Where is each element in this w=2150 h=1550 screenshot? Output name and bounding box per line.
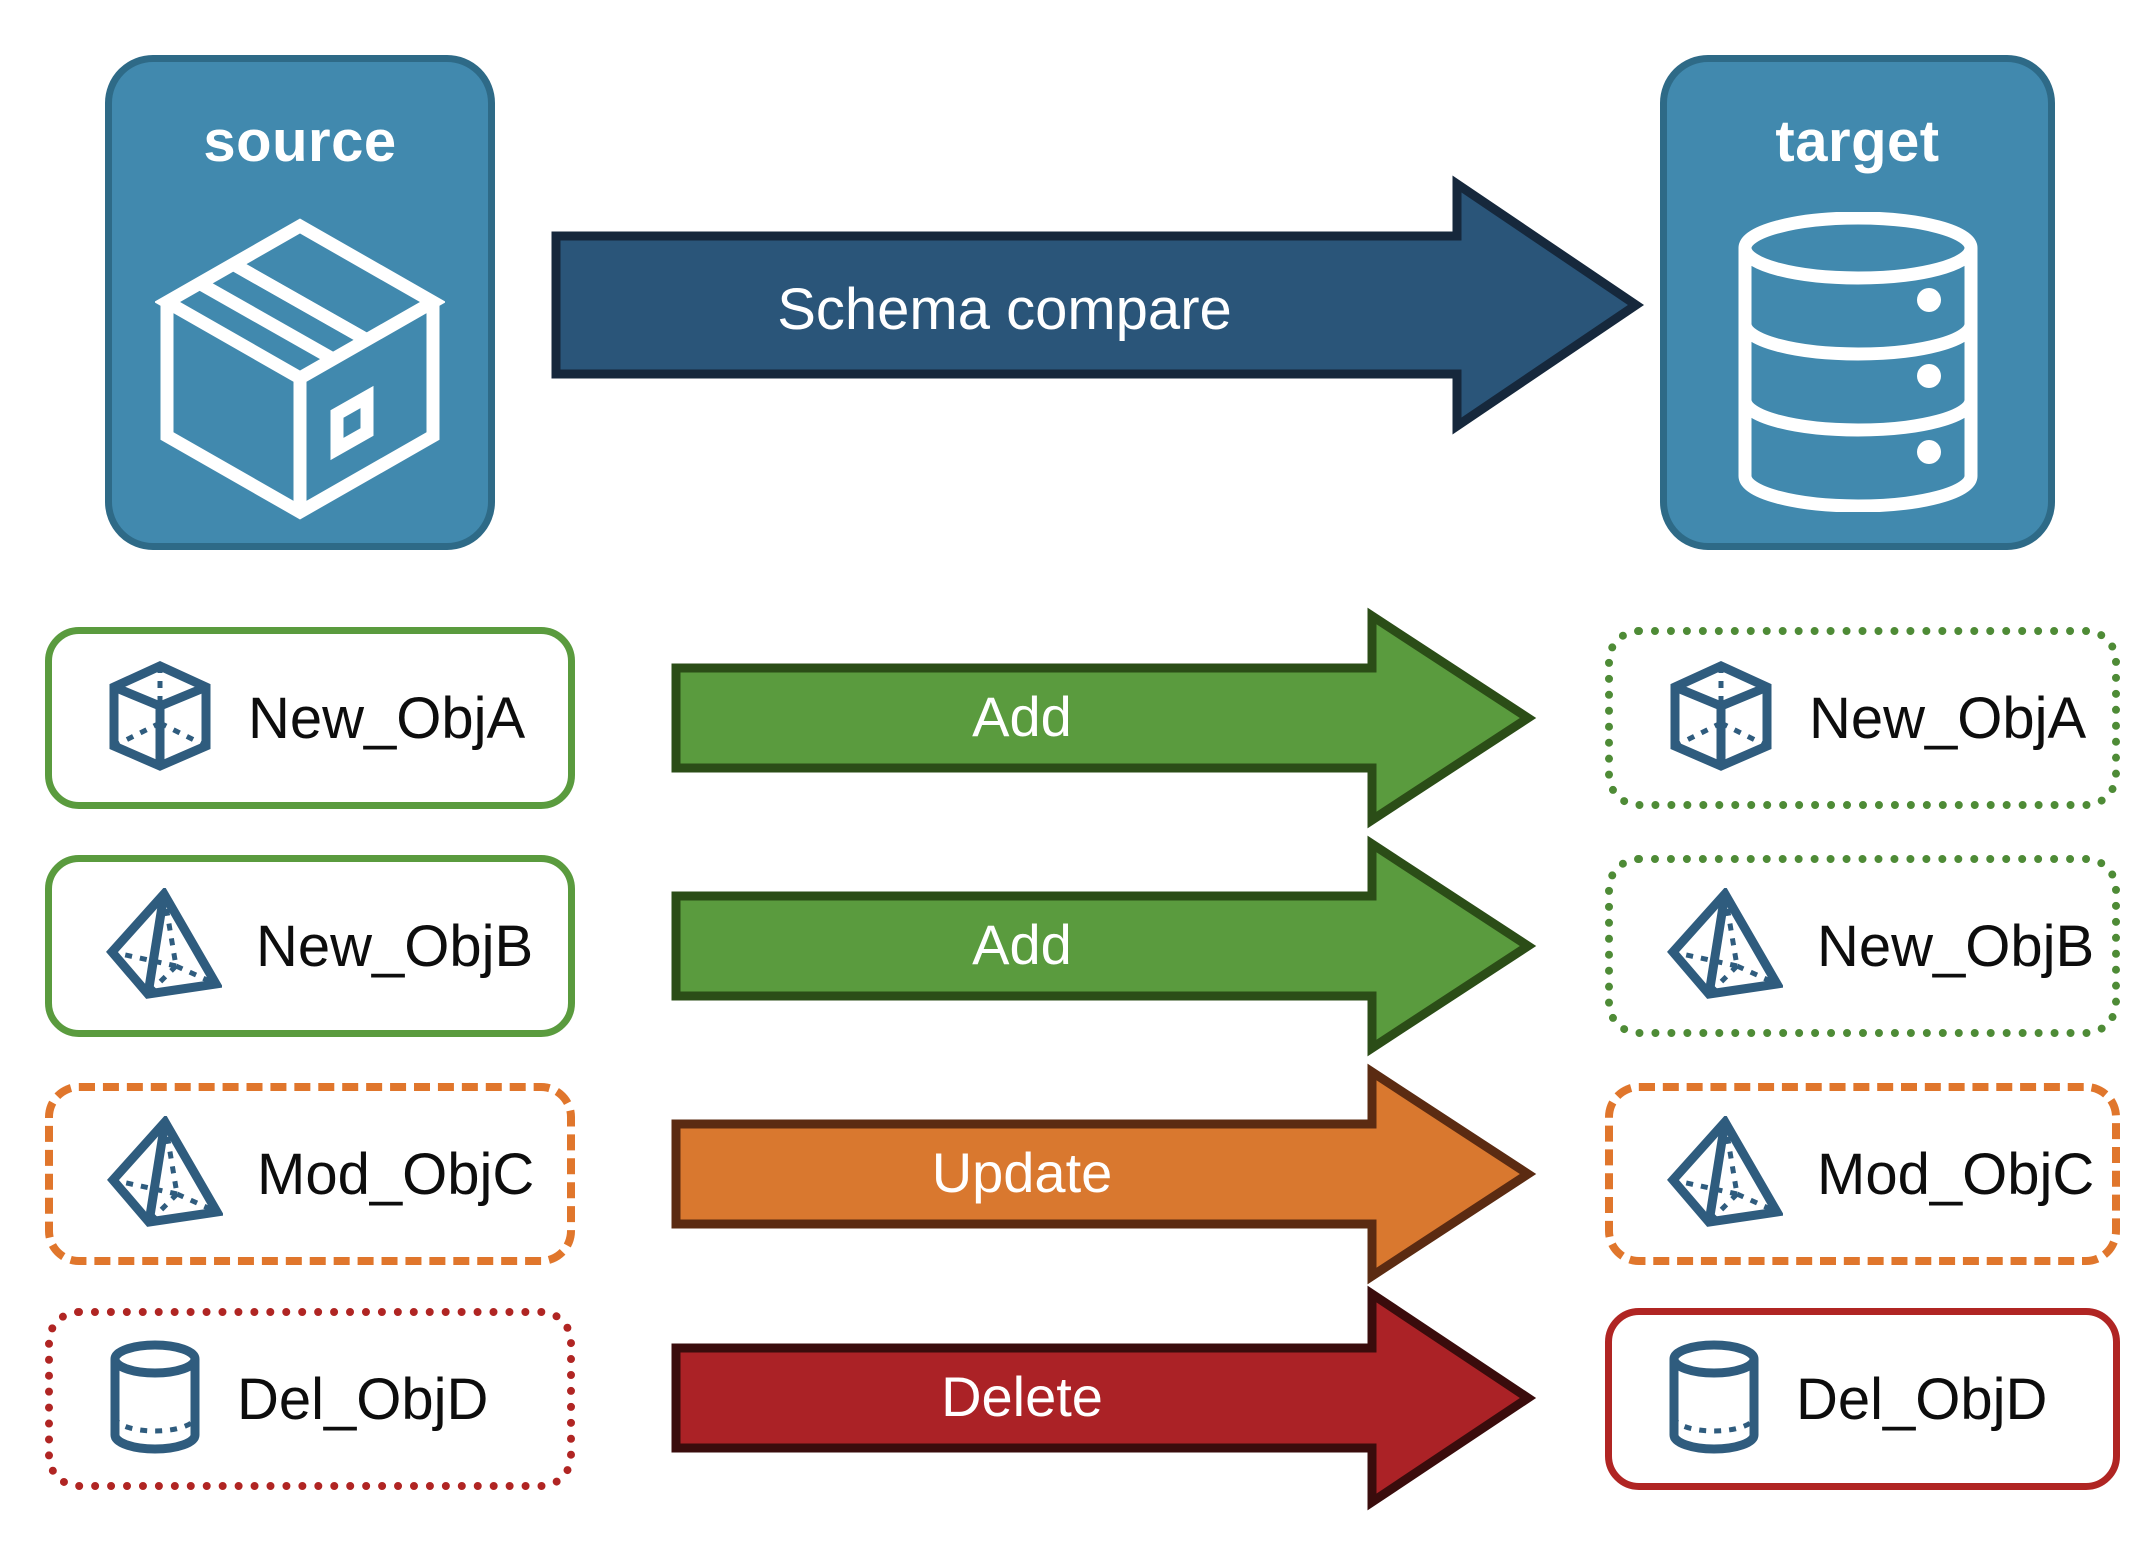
source-object-card-2[interactable]: Mod_ObjC <box>45 1083 575 1265</box>
target-object-card-1[interactable]: New_ObjB <box>1605 855 2120 1037</box>
source-object-label-3: Del_ObjD <box>237 1366 489 1432</box>
database-cylinder-icon <box>1733 211 1983 517</box>
target-object-card-2[interactable]: Mod_ObjC <box>1605 1083 2120 1265</box>
source-panel-title: source <box>203 109 397 174</box>
target-object-card-0[interactable]: New_ObjA <box>1605 627 2120 809</box>
action-arrow-1[interactable]: Add <box>671 835 1537 1057</box>
action-arrow-2[interactable]: Update <box>671 1063 1537 1285</box>
action-arrow-0[interactable]: Add <box>671 607 1537 829</box>
source-object-label-1: New_ObjB <box>256 913 534 979</box>
target-object-label-0: New_ObjA <box>1809 685 2087 751</box>
source-object-label-0: New_ObjA <box>248 685 526 751</box>
source-object-card-0[interactable]: New_ObjA <box>45 627 575 809</box>
target-object-card-3[interactable]: Del_ObjD <box>1605 1308 2120 1490</box>
cylinder-object-icon <box>1666 1339 1762 1460</box>
target-panel[interactable]: target <box>1660 55 2055 550</box>
target-object-label-1: New_ObjB <box>1817 913 2095 979</box>
package-box-icon <box>153 214 447 529</box>
pyramid-object-icon <box>1667 1113 1785 1233</box>
target-object-label-2: Mod_ObjC <box>1817 1141 2095 1207</box>
source-object-card-3[interactable]: Del_ObjD <box>45 1308 575 1490</box>
cube-object-icon <box>1667 660 1775 777</box>
source-object-card-1[interactable]: New_ObjB <box>45 855 575 1037</box>
cube-object-icon <box>106 660 214 777</box>
schema-compare-arrow[interactable]: Schema compare <box>551 175 1645 435</box>
target-panel-title: target <box>1775 109 1940 174</box>
source-panel[interactable]: source <box>105 55 495 550</box>
pyramid-object-icon <box>1667 885 1785 1005</box>
cylinder-object-icon <box>107 1339 203 1460</box>
target-object-label-3: Del_ObjD <box>1796 1366 2048 1432</box>
pyramid-object-icon <box>106 885 224 1005</box>
source-object-label-2: Mod_ObjC <box>257 1141 535 1207</box>
action-arrow-3[interactable]: Delete <box>671 1285 1537 1511</box>
pyramid-object-icon <box>107 1113 225 1233</box>
